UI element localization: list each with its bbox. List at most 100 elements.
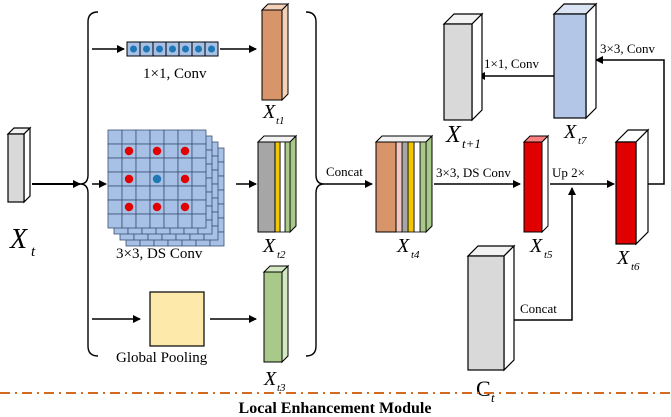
ds-dilated-dot xyxy=(180,202,190,212)
ds-grid-cell xyxy=(163,143,179,159)
ds-grid-cell xyxy=(135,129,151,145)
ds-grid-cell xyxy=(107,213,123,229)
ds-dilated-dot xyxy=(180,146,190,156)
label-xt1-sub: t1 xyxy=(276,115,285,127)
label-conv1x1: 1×1, Conv xyxy=(143,66,207,82)
ds-grid-cell xyxy=(149,213,165,229)
ds-grid-cell xyxy=(191,157,207,173)
ds-grid-cell xyxy=(107,171,123,187)
kernel-dot xyxy=(208,45,215,53)
ds-grid-cell xyxy=(135,171,151,187)
label-xt6-sub: t6 xyxy=(631,261,640,273)
label-ct: C xyxy=(476,376,491,401)
label-concat-1: Concat xyxy=(326,164,363,179)
ds-grid-cell xyxy=(135,143,151,159)
ds-grid-cell xyxy=(163,171,179,187)
kernel-dot xyxy=(130,45,137,53)
ds-grid-cell xyxy=(191,143,207,159)
label-xt1: X xyxy=(262,101,276,123)
right-brace xyxy=(305,11,325,357)
ds-grid-cell xyxy=(191,199,207,215)
feature-xt1 xyxy=(260,2,290,102)
ds-dilated-dot xyxy=(124,202,134,212)
label-xtp1: X xyxy=(445,122,462,148)
ds-grid-cell xyxy=(163,199,179,215)
ds-grid-cell xyxy=(107,185,123,201)
ds-conv-grid-stack xyxy=(107,129,225,247)
ds-grid-cell xyxy=(191,171,207,187)
label-xt6: X xyxy=(616,247,630,269)
label-xt3-sub: t3 xyxy=(277,382,286,394)
label-concat-2: Concat xyxy=(520,301,557,316)
ds-grid-cell xyxy=(149,185,165,201)
kernel-dot xyxy=(195,45,202,53)
kernel-dot xyxy=(169,45,176,53)
ds-grid-cell xyxy=(163,185,179,201)
label-xt5: X xyxy=(529,235,543,257)
ds-center-dot xyxy=(152,174,162,184)
label-up2x: Up 2× xyxy=(552,165,585,180)
ds-grid-cell xyxy=(107,157,123,173)
ds-grid-cell xyxy=(107,199,123,215)
ds-grid-cell xyxy=(135,185,151,201)
label-xt7: X xyxy=(563,121,577,143)
ds-grid-cell xyxy=(177,157,193,173)
input-feature-xt xyxy=(6,126,32,204)
kernel-dot xyxy=(182,45,189,53)
ds-dilated-dot xyxy=(152,202,162,212)
ds-grid-cell xyxy=(191,213,207,229)
ds-grid-cell xyxy=(135,199,151,215)
ds-dilated-dot xyxy=(124,146,134,156)
ds-grid-cell xyxy=(163,157,179,173)
ds-dilated-dot xyxy=(152,146,162,156)
ds-grid-cell xyxy=(191,129,207,145)
label-xt4: X xyxy=(396,235,410,257)
ds-grid-cell xyxy=(121,213,137,229)
kernel-dot xyxy=(156,45,163,53)
ds-grid-cell xyxy=(135,213,151,229)
ds-grid-cell xyxy=(191,185,207,201)
label-xt2-sub: t2 xyxy=(277,249,286,261)
label-xt2: X xyxy=(262,235,276,257)
label-xt3: X xyxy=(263,368,277,390)
feature-xtp1 xyxy=(442,12,484,122)
ds-grid-cell xyxy=(121,185,137,201)
ds-grid-cell xyxy=(135,157,151,173)
kernel-dot xyxy=(143,45,150,53)
ds-grid-cell xyxy=(177,129,193,145)
ds-grid-layer xyxy=(107,129,207,229)
label-ds-conv-2: 3×3, DS Conv xyxy=(436,165,511,180)
left-brace xyxy=(79,11,99,357)
conv1x1-kernel xyxy=(126,41,219,57)
ds-grid-cell xyxy=(177,213,193,229)
arrow-conv3x3 xyxy=(595,56,665,185)
feature-xt2 xyxy=(256,134,298,234)
label-xt5-sub: t5 xyxy=(544,249,553,261)
ds-grid-cell xyxy=(163,213,179,229)
label-xt: X xyxy=(9,224,28,255)
ds-dilated-dot xyxy=(180,174,190,184)
label-conv1x1-b: 1×1, Conv xyxy=(484,56,540,71)
feature-ct xyxy=(466,244,516,372)
label-ds-conv: 3×3, DS Conv xyxy=(116,246,203,262)
ds-grid-cell xyxy=(149,129,165,145)
feature-xt3 xyxy=(262,264,290,364)
feature-xt4 xyxy=(374,134,434,234)
label-conv3x3: 3×3, Conv xyxy=(600,41,656,56)
arrow-concat-ct xyxy=(514,187,576,321)
ds-grid-cell xyxy=(177,185,193,201)
label-xt4-sub: t4 xyxy=(411,249,420,261)
label-xtp1-sub: t+1 xyxy=(462,136,481,151)
label-ct-sub: t xyxy=(491,390,495,405)
feature-xt7 xyxy=(552,2,598,120)
ds-dilated-dot xyxy=(124,174,134,184)
ds-grid-cell xyxy=(149,157,165,173)
ds-grid-cell xyxy=(107,143,123,159)
ds-grid-cell xyxy=(107,129,123,145)
ds-grid-cell xyxy=(163,129,179,145)
label-xt-sub: t xyxy=(31,244,36,260)
feature-xt6 xyxy=(614,128,650,246)
label-xt7-sub: t7 xyxy=(578,135,587,147)
